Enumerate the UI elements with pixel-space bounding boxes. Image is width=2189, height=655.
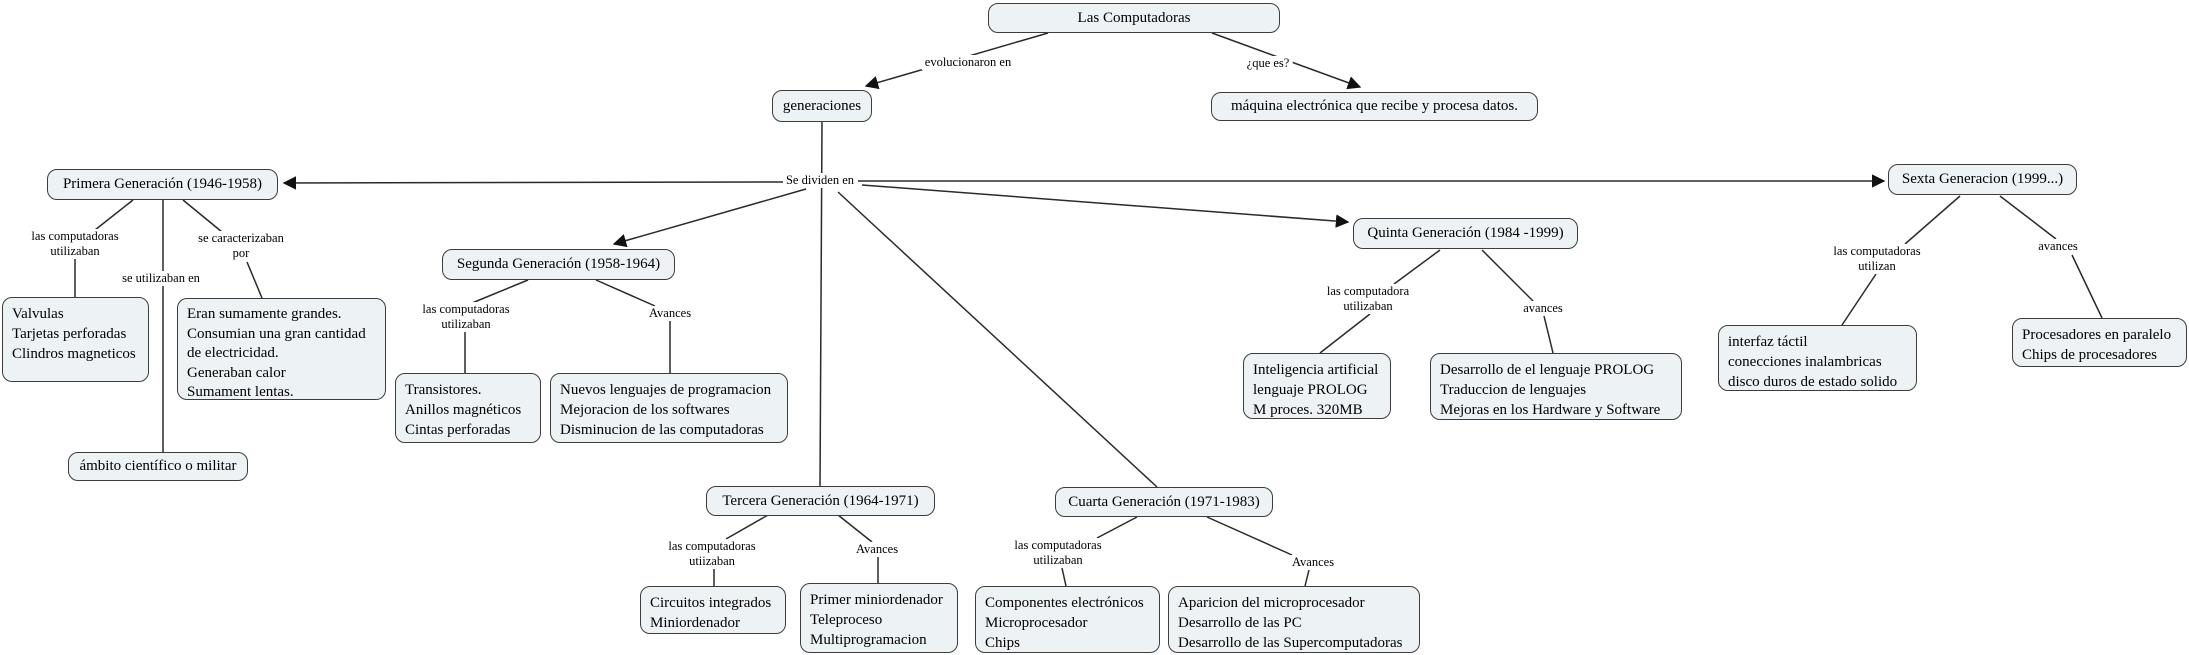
link-label-cuarta-advances[interactable]: Avances [1288,555,1338,570]
link-label-que-es[interactable]: ¿que es? [1243,56,1293,71]
connector-line [282,176,787,190]
link-label-tercera-uses[interactable]: las computadoras utiizaban [665,539,759,569]
concept-node-cuarta-generacion[interactable]: Cuarta Generación (1971-1983) [1055,487,1273,517]
link-label-primera-context[interactable]: se utilizaban en [119,271,203,286]
link-label-segunda-uses[interactable]: las computadoras utilizaban [419,302,513,332]
connector-line [1096,516,1138,539]
connector-line [861,184,1350,228]
connector-line [595,279,656,307]
concept-node-definicion[interactable]: máquina electrónica que recibe y procesa… [1211,92,1538,121]
link-label-quinta-advances[interactable]: avances [1520,301,1566,316]
connector-line [1481,249,1534,302]
concept-node-tercera-uses[interactable]: Circuitos integrados Miniordenador [640,586,786,634]
concept-node-cuarta-uses[interactable]: Componentes electrónicos Microprocesador… [975,586,1160,653]
concept-node-segunda-advances[interactable]: Nuevos lenguajes de programacion Mejorac… [550,373,788,443]
connector-line [2071,254,2103,319]
link-label-tercera-advances[interactable]: Avances [852,542,902,557]
link-label-evolucionaron-en[interactable]: evolucionaron en [921,55,1015,70]
concept-node-segunda-generacion[interactable]: Segunda Generación (1958-1964) [442,249,675,280]
connector-line [94,199,134,231]
connector-line [1904,195,1961,245]
connector-line [1206,516,1293,556]
connector-line [612,188,807,248]
concept-node-generaciones[interactable]: generaciones [772,90,872,122]
connector-line [725,514,769,540]
concept-node-sexta-advances[interactable]: Procesadores en paralelo Chips de proces… [2012,318,2187,367]
concept-node-sexta-generacion[interactable]: Sexta Generacion (1999...) [1888,164,2077,195]
concept-node-sexta-uses[interactable]: interfaz táctil conecciones inalambricas… [1718,325,1917,391]
connector-line [1319,313,1371,354]
connector-line [1841,273,1877,326]
link-label-se-dividen-en[interactable]: Se dividen en [782,173,858,188]
link-label-segunda-advances[interactable]: Avances [645,306,695,321]
concept-node-primera-traits[interactable]: Eran sumamente grandes. Consumian una gr… [177,298,386,400]
link-label-quinta-uses[interactable]: las computadora utilizaban [1323,284,1413,314]
connector-line [246,261,263,299]
concept-node-quinta-generacion[interactable]: Quinta Generación (1984 -1999) [1353,218,1578,249]
concept-node-primera-context[interactable]: ámbito científico o militar [68,452,248,481]
concept-node-primera-uses[interactable]: Valvulas Tarjetas perforadas Clindros ma… [2,297,149,382]
concept-node-quinta-advances[interactable]: Desarrollo de el lenguaje PROLOG Traducc… [1430,353,1682,420]
connector-line [837,514,873,543]
connector-line [837,191,1158,488]
concept-node-segunda-uses[interactable]: Transistores. Anillos magnéticos Cintas … [395,373,541,443]
connector-line [1999,195,2057,240]
link-label-sexta-advances[interactable]: avances [2035,239,2081,254]
concept-node-las-computadoras[interactable]: Las Computadoras [988,3,1280,33]
concept-node-cuarta-advances[interactable]: Aparicion del microprocesador Desarrollo… [1168,586,1420,653]
connector-line [1393,249,1441,285]
connector-line [1304,569,1310,587]
concept-node-tercera-generacion[interactable]: Tercera Generación (1964-1971) [706,486,935,516]
link-label-sexta-uses[interactable]: las computadoras utilizan [1830,244,1924,274]
link-label-cuarta-uses[interactable]: las computadoras utilizaban [1011,538,1105,568]
connector-line [471,279,529,304]
concept-node-quinta-uses[interactable]: Inteligencia artificial lenguaje PROLOG … [1243,353,1391,419]
concept-node-tercera-advances[interactable]: Primer miniordenador Teleproceso Multipr… [800,583,958,653]
link-label-primera-uses[interactable]: las computadoras utilizaban [28,229,122,259]
concept-node-primera-generacion[interactable]: Primera Generación (1946-1958) [47,169,278,200]
connector-line [1543,315,1554,354]
connector-line [1061,567,1067,587]
connector-line [182,199,223,233]
link-label-primera-traits[interactable]: se caracterizaban por [195,231,287,261]
